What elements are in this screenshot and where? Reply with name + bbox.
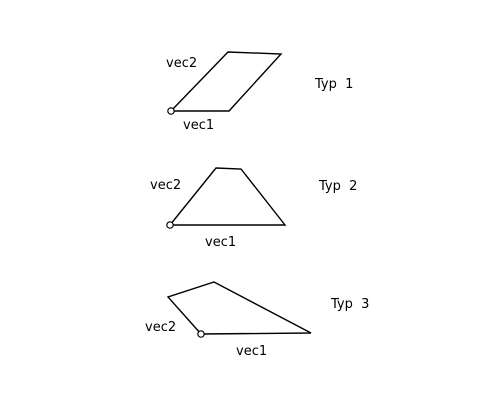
vec2-label: vec2 — [166, 56, 197, 71]
vec1-label: vec1 — [236, 344, 267, 359]
type-label: Typ 3 — [330, 297, 369, 312]
quadrilateral-shape — [166, 281, 312, 335]
vec1-label: vec1 — [183, 118, 214, 133]
figure-typ-1: vec2 vec1 Typ 1 — [166, 51, 353, 133]
type-label: Typ 2 — [318, 179, 357, 194]
type-label: Typ 1 — [314, 77, 353, 92]
figure-typ-3: vec2 vec1 Typ 3 — [145, 281, 369, 359]
parallelogram-shape — [169, 51, 283, 112]
vec2-label: vec2 — [145, 320, 176, 335]
origin-point-marker — [197, 330, 205, 338]
figure-typ-2: vec2 vec1 Typ 2 — [150, 167, 357, 250]
vec1-label: vec1 — [205, 235, 236, 250]
vec2-label: vec2 — [150, 178, 181, 193]
origin-point-marker — [167, 107, 175, 115]
trapezoid-shape — [168, 167, 287, 226]
origin-point-marker — [166, 221, 174, 229]
